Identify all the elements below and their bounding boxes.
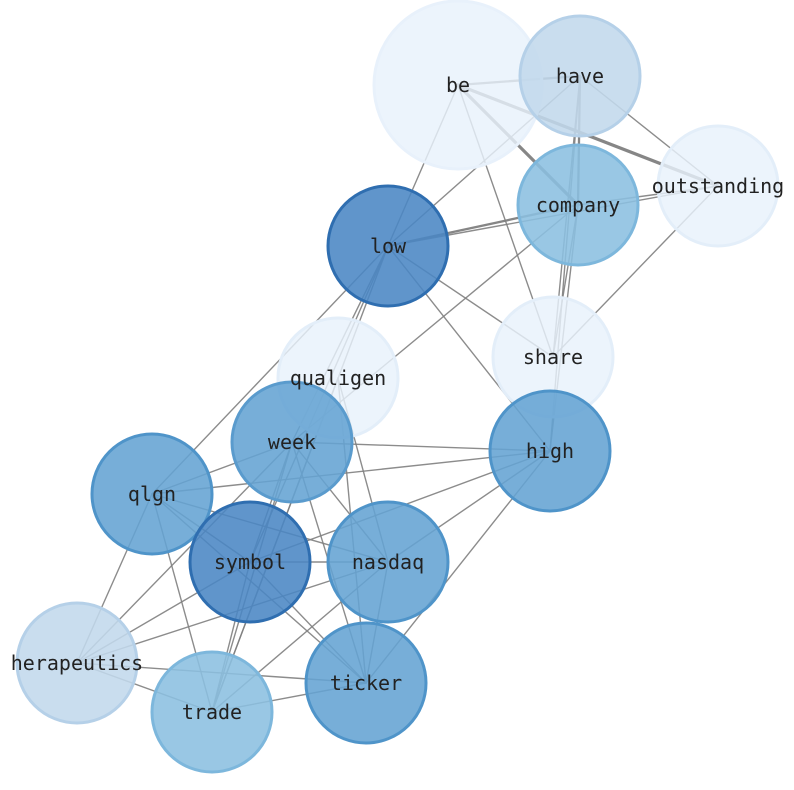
node-label-share: share [523, 345, 583, 369]
node-herapeutics [15, 601, 139, 725]
node-ticker [304, 621, 428, 745]
node-label-symbol: symbol [214, 550, 286, 574]
node-label-ticker: ticker [330, 671, 402, 695]
node-week [230, 380, 354, 504]
node-label-qlgn: qlgn [128, 482, 176, 506]
node-nasdaq [326, 500, 450, 624]
node-outstanding [656, 124, 780, 248]
node-label-low: low [370, 234, 407, 258]
node-label-qualigen: qualigen [290, 366, 386, 390]
node-high [488, 389, 612, 513]
node-label-herapeutics: herapeutics [11, 651, 143, 675]
node-trade [150, 650, 274, 774]
node-label-have: have [556, 64, 604, 88]
node-label-outstanding: outstanding [652, 174, 784, 198]
node-symbol [188, 500, 312, 624]
node-label-be: be [446, 73, 470, 97]
node-label-nasdaq: nasdaq [352, 550, 424, 574]
node-label-high: high [526, 439, 574, 463]
node-label-week: week [268, 430, 316, 454]
node-qlgn [90, 432, 214, 556]
node-layer [15, 0, 780, 774]
node-have [518, 14, 642, 138]
label-layer: be have outstanding company low share qualigen… [11, 64, 784, 724]
node-low [326, 184, 450, 308]
node-label-trade: trade [182, 700, 242, 724]
node-company [516, 143, 640, 267]
node-label-company: company [536, 193, 620, 217]
edge-high-qlgn [151, 450, 551, 495]
